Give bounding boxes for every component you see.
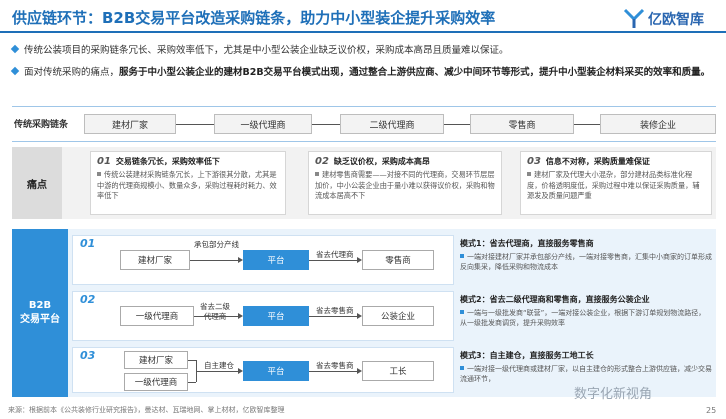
row-number: 01	[80, 237, 96, 250]
title-rule	[0, 31, 726, 33]
row3-platform-box: 平台	[243, 361, 309, 381]
square-bullet-icon	[460, 310, 464, 314]
mode-2: 模式2：省去二级代理商和零售商，直接服务公装企业 一端与一级批发商“联营”，一端…	[460, 294, 712, 328]
mode-1: 模式1：省去代理商，直接服务零售商 一端对接建材厂家并承包部分产线，一端对接零售…	[460, 238, 712, 272]
page-number: 25	[706, 406, 717, 415]
pain-card-1: 01 交易链条冗长，采购效率低下 传统公装建材采购链条冗长，上下游很其分散，尤其是…	[90, 151, 286, 215]
square-bullet-icon	[527, 172, 531, 176]
traditional-step-3: 二级代理商	[340, 114, 444, 134]
watermark: 数字化新视角	[574, 387, 653, 402]
pain-card-2: 02 缺乏议价权，采购成本高昂 建材零售商需要——对接不同的代理商，交易环节层层加…	[308, 151, 502, 215]
pain-card-body: 传统公装建材采购链条冗长，上下游很其分散，尤其是中游的代理商规模小、数量众多，采…	[97, 170, 277, 200]
pain-card-body: 建材零售商需要——对接不同的代理商，交易环节层层加价，中小公装企业由于量小难以获…	[315, 170, 495, 200]
bullet-2-bold: 服务于中小型公装企业的建材B2B交易平台模式出现，通过整合上游供应商、减少中间环…	[119, 67, 711, 78]
divider	[12, 106, 716, 107]
row1-right-label: 省去代理商	[316, 250, 354, 259]
pain-card-title: 缺乏议价权，采购成本高昂	[333, 157, 430, 166]
bullet-1: 传统公装项目的采购链条冗长、采购效率低下，尤其是中小型公装企业缺乏议价权，采购成…	[10, 44, 718, 58]
row1-right-box: 零售商	[362, 250, 434, 270]
mode-title: 模式2：省去二级代理商和零售商，直接服务公装企业	[460, 295, 650, 304]
arrow-right-icon	[357, 313, 362, 319]
row3-connector	[309, 371, 357, 372]
arrow-right-icon	[238, 368, 243, 374]
row3-bracket	[188, 360, 196, 361]
traditional-connector	[574, 124, 600, 125]
row3-right-label: 省去零售商	[316, 361, 354, 370]
traditional-step-5: 装修企业	[600, 114, 716, 134]
traditional-step-1: 建材厂家	[84, 114, 176, 134]
arrow-right-icon	[238, 313, 243, 319]
arrow-right-icon	[357, 368, 362, 374]
row2-connector	[309, 316, 357, 317]
row-number: 02	[80, 293, 96, 306]
row2-right-label: 省去零售商	[316, 306, 354, 315]
logo-text: 亿欧智库	[648, 12, 704, 28]
square-bullet-icon	[460, 254, 464, 258]
pain-card-title: 交易链条冗长，采购效率低下	[115, 157, 220, 166]
row1-left-box: 建材厂家	[120, 250, 190, 270]
traditional-step-2: 一级代理商	[214, 114, 312, 134]
yiou-logo-icon	[623, 8, 645, 28]
bullet-2: 面对传统采购的痛点，服务于中小型公装企业的建材B2B交易平台模式出现，通过整合上…	[10, 66, 718, 80]
pain-card-title: 信息不对称，采购质量难保证	[545, 157, 650, 166]
pain-card-3: 03 信息不对称，采购质量难保证 建材厂家及代理大小混杂，部分建材品类标准化程度，…	[520, 151, 712, 215]
b2b-label: B2B 交易平台	[12, 229, 68, 397]
row3-left-box-top: 建材厂家	[124, 351, 188, 369]
traditional-connector	[444, 124, 470, 125]
square-bullet-icon	[97, 172, 101, 176]
row3-bracket	[188, 382, 196, 383]
diamond-bullet-icon	[10, 66, 20, 76]
mode-title: 模式1：省去代理商，直接服务零售商	[460, 239, 594, 248]
traditional-connector	[312, 124, 340, 125]
pain-card-num: 02	[315, 156, 329, 167]
mode-3: 模式3：自主建仓，直接服务工地工长 一端对接一级代理商或建材厂家，以自主建仓的形…	[460, 350, 712, 384]
divider	[12, 141, 716, 142]
traditional-step-4: 零售商	[470, 114, 574, 134]
b2b-label-line2: 交易平台	[20, 314, 60, 325]
row2-left-label: 省去二级 代理商	[200, 302, 230, 322]
row2-right-box: 公装企业	[362, 306, 434, 326]
mode-title: 模式3：自主建仓，直接服务工地工长	[460, 351, 594, 360]
row1-connector	[190, 260, 238, 261]
bullet-1-text: 传统公装项目的采购链条冗长、采购效率低下，尤其是中小型公装企业缺乏议价权，采购成…	[24, 45, 509, 56]
square-bullet-icon	[315, 172, 319, 176]
row1-platform-box: 平台	[243, 250, 309, 270]
row3-left-label: 自主建仓	[204, 361, 234, 370]
row2-left-box: 一级代理商	[120, 306, 194, 326]
row2-platform-box: 平台	[243, 306, 309, 326]
row2-left-label-top: 省去二级	[200, 302, 230, 311]
row1-connector	[309, 260, 357, 261]
pain-card-body: 建材厂家及代理大小混杂，部分建材品类标准化程度，价格透明度低，采购过程中难以保证…	[527, 170, 700, 200]
pain-card-num: 01	[97, 156, 111, 167]
row3-connector	[196, 371, 238, 372]
diamond-bullet-icon	[10, 44, 20, 54]
square-bullet-icon	[460, 366, 464, 370]
pain-label: 痛点	[12, 147, 62, 219]
mode-body: 一端与一级批发商“联营”，一端对接公装企业，根据下游订单规划物流路径，从一级批发…	[460, 309, 706, 327]
row2-connector	[194, 316, 238, 317]
traditional-connector	[176, 124, 214, 125]
source-note: 来源：根据前本《公共装修行业研究报告》，曼达材、瓦瑞地网、掌上材材，亿欧智库整理	[8, 406, 285, 414]
logo: 亿欧智库	[622, 6, 722, 30]
traditional-label: 传统采购链条	[14, 120, 69, 130]
row2-left-label-bottom: 代理商	[203, 312, 227, 321]
row3-right-box: 工长	[362, 361, 434, 381]
row-number: 03	[80, 349, 96, 362]
page-title: 供应链环节：B2B交易平台改造采购链条，助力中小型装企提升采购效率	[12, 9, 496, 27]
row3-left-box-bottom: 一级代理商	[124, 373, 188, 391]
pain-card-num: 03	[527, 156, 541, 167]
mode-body: 一端对接一级代理商或建材厂家，以自主建仓的形式整合上游供应链，减少交易流通环节，	[460, 365, 712, 383]
bullet-2-prefix: 面对传统采购的痛点，	[24, 67, 120, 78]
arrow-right-icon	[357, 257, 362, 263]
arrow-right-icon	[238, 257, 243, 263]
row1-top-label: 承包部分产线	[194, 240, 239, 249]
mode-body: 一端对接建材厂家并承包部分产线，一端对接零售商，汇集中小商家的订单形成反向集采，…	[460, 253, 712, 271]
b2b-label-line1: B2B	[28, 300, 52, 311]
